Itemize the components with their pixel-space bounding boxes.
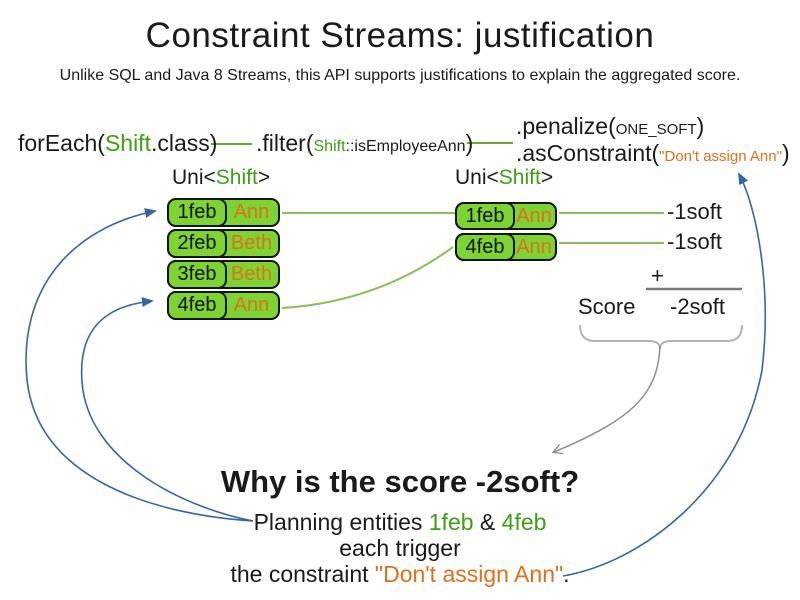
code-penalize-post: ): [696, 113, 705, 139]
shift-date: 1feb: [455, 202, 515, 230]
shift-row-1feb-filtered: 1feb Ann: [455, 202, 557, 230]
left-label-type: Shift: [215, 166, 258, 189]
right-label-pre: Uni<: [455, 166, 499, 189]
total-score: -2soft: [670, 294, 726, 319]
right-table-label: Uni<Shift>: [455, 166, 553, 190]
code-filter-class: Shift: [313, 138, 346, 155]
explanation-line-3: the constraint "Don't assign Ann".: [0, 561, 800, 587]
right-uni-table: 1feb Ann 4feb Ann: [455, 202, 557, 261]
page-subtitle: Unlike SQL and Java 8 Streams, this API …: [59, 67, 741, 84]
code-penalize-arg: ONE_SOFT: [615, 121, 697, 138]
left-label-post: >: [257, 166, 271, 189]
line3-constraint-name: "Don't assign Ann": [374, 561, 564, 587]
explanation-block: Why is the score -2soft? Planning entiti…: [0, 464, 800, 587]
shift-employee: Ann: [516, 235, 552, 258]
shift-row-4feb: 4feb Ann: [167, 291, 280, 320]
left-table-label: Uni<Shift>: [172, 166, 270, 190]
code-penalize-pre: .penalize(: [516, 113, 616, 139]
shift-row-4feb-filtered: 4feb Ann: [455, 233, 557, 261]
plus-sign: +: [651, 263, 664, 288]
page-title: Constraint Streams: justification: [145, 16, 655, 55]
row-score-2: -1soft: [667, 229, 723, 254]
shift-employee: Ann: [233, 294, 270, 316]
score-brace: [579, 324, 743, 350]
line3-pre: the constraint: [230, 561, 375, 587]
score-label: Score: [578, 294, 636, 319]
shift-row-2feb: 2feb Beth: [167, 229, 280, 258]
shift-row-1feb: 1feb Ann: [167, 198, 280, 227]
right-label-type: Shift: [498, 166, 541, 189]
row-score-1: -1soft: [667, 199, 723, 224]
line1-entity-1feb: 1feb: [428, 509, 474, 535]
code-filter: .filter(Shift::isEmployeeAnn): [256, 130, 473, 157]
line3-period: .: [563, 561, 570, 587]
shift-date: 2feb: [167, 229, 227, 258]
code-filter-method: ::isEmployeeAnn: [345, 138, 466, 155]
left-uni-table: 1feb Ann 2feb Beth 3feb Beth 4feb Ann: [167, 198, 280, 320]
code-foreach-post: .class): [150, 130, 218, 156]
explanation-line-2: each trigger: [339, 535, 461, 561]
code-foreach: forEach(Shift.class): [18, 130, 217, 157]
shift-date: 4feb: [455, 233, 515, 261]
code-asconstraint: .asConstraint("Don't assign Ann"): [516, 140, 790, 167]
gray-arrow-score-to-question: [551, 345, 661, 455]
code-filter-post: ): [465, 130, 474, 156]
shift-employee: Ann: [233, 201, 270, 223]
code-asconstraint-pre: .asConstraint(: [516, 140, 660, 166]
shift-date: 3feb: [167, 260, 227, 289]
shift-employee: Ann: [516, 204, 552, 227]
shift-date: 4feb: [167, 291, 227, 320]
explanation-line-1: Planning entities 1feb & 4feb: [0, 509, 800, 535]
shift-row-3feb: 3feb Beth: [167, 260, 280, 289]
shift-employee: Beth: [230, 263, 273, 285]
shift-employee: Beth: [230, 232, 273, 254]
connector-4feb: [281, 246, 454, 309]
shift-date: 1feb: [167, 198, 227, 227]
code-foreach-pre: forEach(: [18, 130, 105, 156]
code-asconstraint-post: ): [781, 140, 790, 166]
code-filter-pre: .filter(: [256, 130, 314, 156]
line1-pre: Planning entities: [253, 509, 429, 535]
line1-entity-4feb: 4feb: [501, 509, 547, 535]
code-penalize: .penalize(ONE_SOFT): [516, 113, 704, 140]
right-label-post: >: [540, 166, 554, 189]
why-heading: Why is the score -2soft?: [220, 464, 580, 499]
code-asconstraint-arg: "Don't assign Ann": [659, 148, 782, 165]
left-label-pre: Uni<: [172, 166, 216, 189]
code-foreach-class: Shift: [104, 130, 151, 156]
line1-ampersand: &: [473, 509, 502, 535]
